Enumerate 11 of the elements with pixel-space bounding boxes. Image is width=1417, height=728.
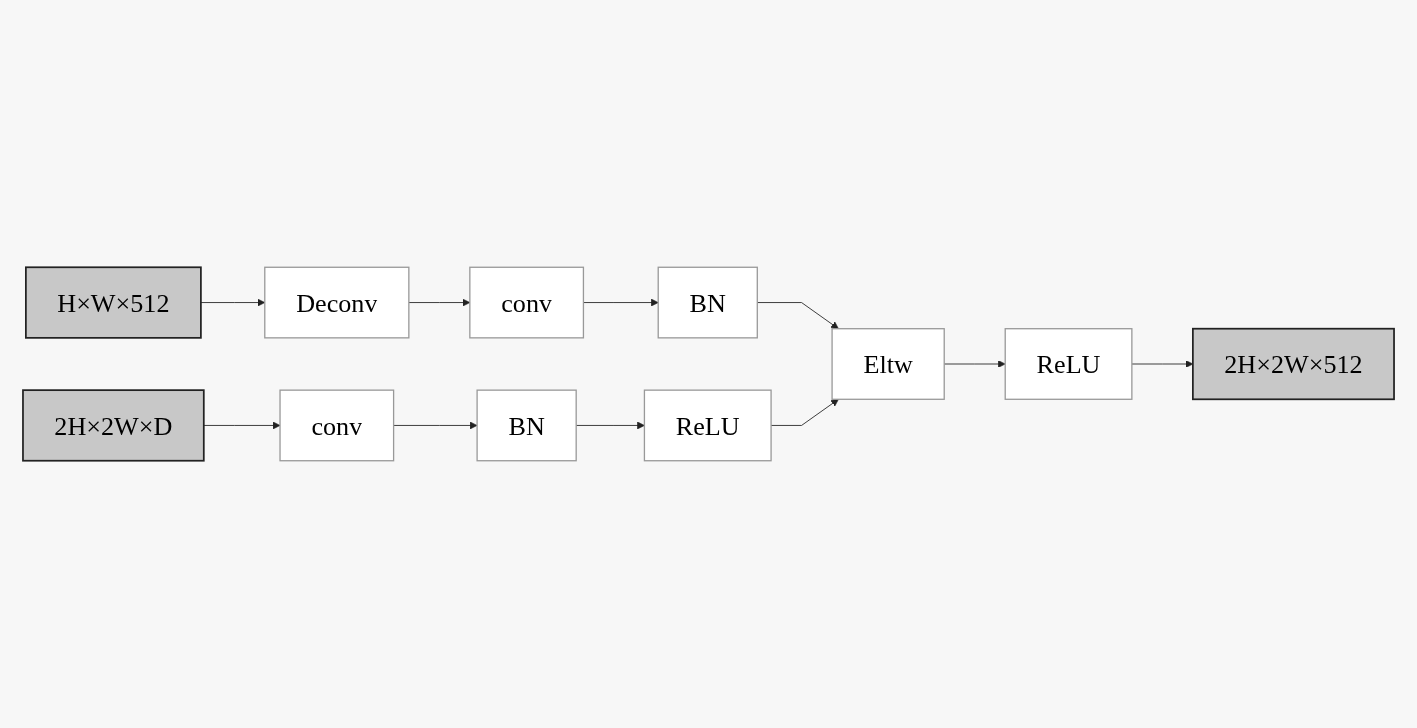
node-box: ReLU [643, 389, 772, 462]
node-box: conv [469, 266, 585, 339]
node-box: 2H×2W×D [22, 389, 205, 462]
node-box: 2H×2W×512 [1192, 327, 1395, 401]
node-box: Eltw [831, 328, 945, 400]
node-box: BN [657, 266, 758, 339]
node-box: H×W×512 [25, 266, 202, 339]
node-box: BN [476, 389, 577, 462]
node-box: conv [279, 389, 395, 462]
node-box: Deconv [264, 266, 410, 339]
node-box: ReLU [1004, 328, 1133, 400]
